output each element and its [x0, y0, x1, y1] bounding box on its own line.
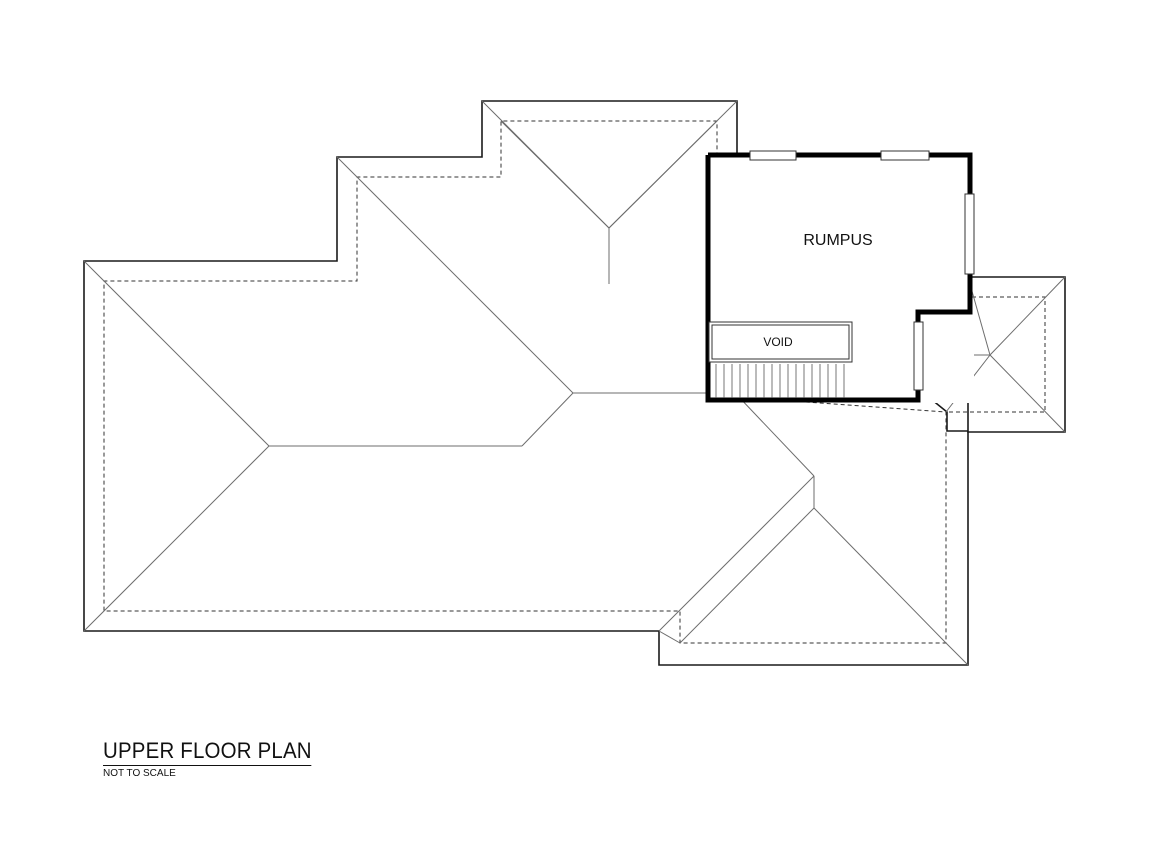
roof-ridge-lines	[83, 100, 1066, 666]
window-east	[964, 193, 975, 275]
rumpus-room: RUMPUS VOID	[705, 150, 975, 403]
title-block: UPPER FLOOR PLAN NOT TO SCALE	[103, 738, 327, 780]
plan-subtitle: NOT TO SCALE	[103, 768, 176, 779]
window-north-2	[880, 150, 930, 161]
window-south-east	[913, 321, 924, 391]
plan-title: UPPER FLOOR PLAN	[103, 738, 312, 766]
stair-treads	[715, 364, 845, 398]
roof-outline	[83, 100, 1066, 666]
east-wing-wall-dashed-line	[946, 296, 1046, 413]
rumpus-walls	[705, 152, 973, 403]
main-roof-outline	[83, 100, 969, 666]
void-label: VOID	[763, 335, 793, 349]
rumpus-label: RUMPUS	[803, 232, 872, 249]
window-north-1	[749, 150, 797, 161]
